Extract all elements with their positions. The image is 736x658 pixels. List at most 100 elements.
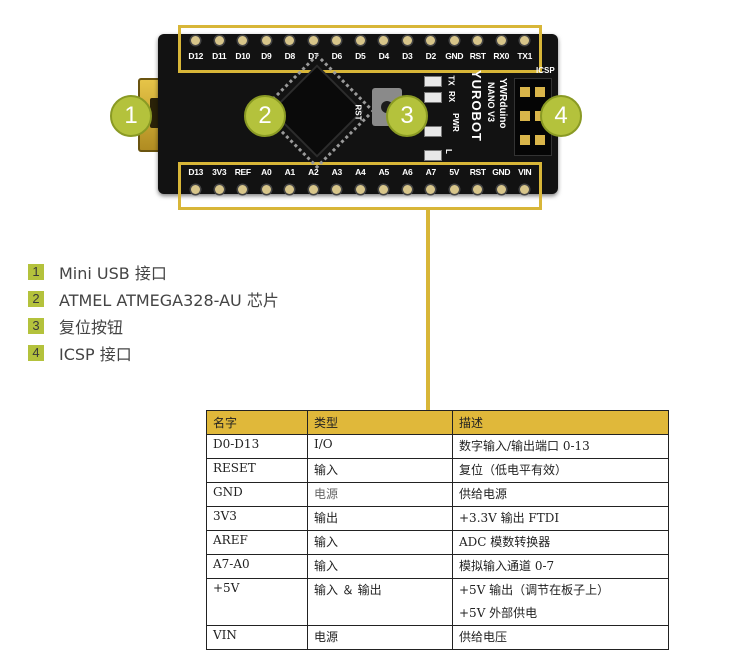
top-pin-hole	[513, 28, 537, 54]
legend-num: 3	[28, 317, 44, 334]
table-cell: 输入	[307, 554, 453, 579]
brand-yurobot: YUROBOT	[469, 70, 484, 142]
bottom-pin-label: A6	[402, 167, 413, 177]
legend-text: Mini USB 接口	[59, 263, 167, 283]
bottom-pin-hole	[184, 177, 208, 203]
bottom-pin-label: A2	[308, 167, 319, 177]
bottom-pin-hole	[255, 177, 279, 203]
top-pin-hole	[372, 28, 396, 54]
top-pin-label: D2	[425, 51, 437, 61]
table-row: +5V 输入 ＆ 输出 +5V 输出（调节在板子上）	[206, 578, 669, 626]
pin-description-table: 名字 类型 描述 D0-D13 I/O 数字输入/输出端口 0-13 RESET…	[206, 410, 669, 650]
bottom-pin-label: A5	[378, 167, 390, 177]
bottom-pin-label: A4	[355, 167, 366, 177]
table-row: 3V3 输出 +3.3V 输出 FTDI	[206, 506, 669, 531]
bottom-pin-hole	[419, 177, 443, 203]
top-pin-hole	[231, 28, 255, 54]
bottom-pin-label: VIN	[518, 167, 532, 177]
table-row: AREF 输入 ADC 模数转换器	[206, 530, 669, 555]
top-pin-hole	[208, 28, 232, 54]
top-pin-label: D3	[402, 51, 413, 61]
legend-text: ICSP 接口	[59, 344, 132, 364]
table-header-row: 名字 类型 描述	[206, 410, 669, 435]
legend-num: 4	[28, 344, 44, 361]
bottom-pin-label: REF	[234, 167, 251, 177]
top-pin-label: D9	[261, 51, 272, 61]
table-cell: 模拟输入通道 0-7	[452, 554, 669, 579]
led-l	[424, 150, 442, 161]
legend-text: ATMEL ATMEGA328-AU 芯片	[59, 290, 279, 310]
top-pin-hole	[349, 28, 373, 54]
led-label-l: L	[443, 149, 453, 154]
top-pin-hole	[184, 28, 208, 54]
table-cell: GND	[206, 482, 308, 507]
table-cell: 3V3	[206, 506, 308, 531]
table-cell: +5V 外部供电	[452, 602, 669, 626]
table-cell: 电源	[307, 625, 453, 650]
top-pin-label: D4	[378, 51, 390, 61]
top-pin-label: RST	[469, 51, 486, 61]
table-cell: 输入	[307, 530, 453, 555]
table-cell: 输入	[307, 458, 453, 483]
led-label-pwr: PWR	[450, 113, 460, 132]
top-header-highlight	[178, 25, 542, 73]
top-pin-row	[184, 28, 537, 54]
badge-4: 4	[540, 95, 582, 137]
table-row: D0-D13 I/O 数字输入/输出端口 0-13	[206, 434, 669, 459]
bottom-pin-hole	[490, 177, 514, 203]
table-cell: D0-D13	[206, 434, 308, 459]
table-cell: VIN	[206, 625, 308, 650]
bottom-header-highlight	[178, 162, 542, 210]
bottom-pin-label: 5V	[449, 167, 460, 177]
led-label-rx: RX	[447, 90, 457, 103]
table-cell: 输入 ＆ 输出	[307, 578, 453, 626]
table-cell: I/O	[307, 434, 453, 459]
top-pin-label: D6	[331, 51, 343, 61]
led-tx	[424, 76, 442, 87]
table-cell: +5V	[206, 578, 308, 626]
legend-item-4: 4 ICSP 接口	[28, 339, 279, 366]
top-pin-hole	[255, 28, 279, 54]
table-cell: AREF	[206, 530, 308, 555]
table-cell: +5V 输出（调节在板子上）	[452, 578, 669, 602]
top-pin-hole	[466, 28, 490, 54]
brand-ywrduino: YWRduino	[497, 78, 508, 129]
legend-item-1: 1 Mini USB 接口	[28, 258, 279, 285]
top-pin-label: D5	[355, 51, 366, 61]
bottom-pin-label: A7	[425, 167, 437, 177]
icsp-label: ICSP	[536, 66, 555, 75]
top-pin-hole	[302, 28, 326, 54]
bottom-pin-label: 3V3	[212, 167, 227, 177]
bottom-pin-hole	[231, 177, 255, 203]
bottom-pin-hole	[513, 177, 537, 203]
legend-num: 2	[28, 290, 44, 307]
bottom-pin-hole	[372, 177, 396, 203]
connector-line	[426, 207, 430, 410]
table-row: A7-A0 输入 模拟输入通道 0-7	[206, 554, 669, 579]
table-cell: 输出	[307, 506, 453, 531]
badge-1: 1	[110, 95, 152, 137]
table-cell: 供给电源	[452, 482, 669, 507]
legend-item-2: 2 ATMEL ATMEGA328-AU 芯片	[28, 285, 279, 312]
top-pin-label: TX1	[517, 51, 533, 61]
top-pin-label: D8	[284, 51, 296, 61]
bottom-pin-hole	[396, 177, 420, 203]
bottom-pin-label: A0	[261, 167, 272, 177]
bottom-pin-hole	[443, 177, 467, 203]
rst-label: RST	[353, 104, 363, 121]
top-pin-label: D11	[212, 51, 227, 61]
table-cell: 电源	[307, 482, 453, 507]
bottom-pin-hole	[325, 177, 349, 203]
brand-nano-v3: NANO V3	[486, 82, 496, 123]
bottom-pin-row	[184, 177, 537, 203]
table-row: GND 电源 供给电源	[206, 482, 669, 507]
top-pin-hole	[396, 28, 420, 54]
table-cell: 供给电压	[452, 625, 669, 650]
badge-3: 3	[386, 95, 428, 137]
top-pin-hole	[278, 28, 302, 54]
top-pin-label: D12	[188, 51, 204, 61]
table-row: VIN 电源 供给电压	[206, 625, 669, 650]
top-pin-hole	[419, 28, 443, 54]
table-header-desc: 描述	[452, 410, 669, 435]
